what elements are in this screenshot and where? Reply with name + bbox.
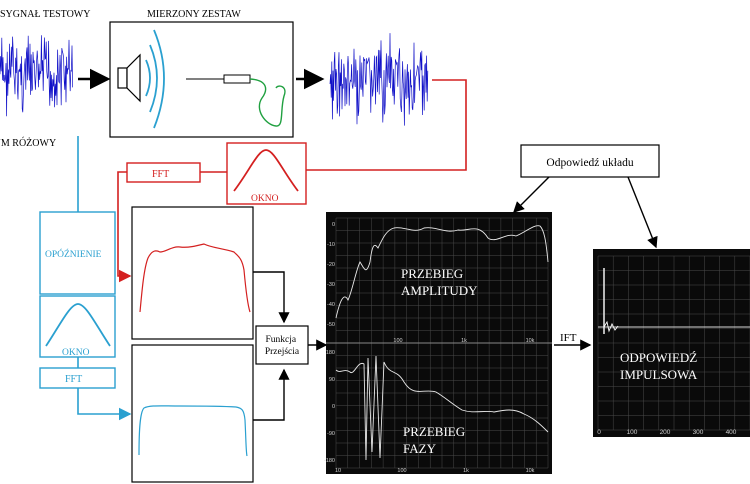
arrow-red-plot-to-tf	[253, 271, 290, 324]
fft-blue-label: FFT	[65, 374, 82, 385]
amplitude-label: PRZEBIEG AMPLITUDY	[401, 266, 478, 298]
blue-spectrum-curve	[138, 405, 248, 457]
phase-y-tick: 90	[329, 377, 335, 383]
noise-input-waveform	[0, 35, 73, 117]
phase-y-ticks: 180 90 0 -90 -180	[324, 350, 335, 464]
phase-y-tick: 0	[332, 404, 335, 410]
impulse-x-tick: 100	[627, 429, 638, 436]
phase-y-tick: -180	[324, 458, 335, 464]
phase-label: PRZEBIEG FAZY	[403, 424, 468, 456]
amplitude-y-tick: -20	[327, 262, 335, 268]
amplitude-y-tick: 0	[332, 222, 335, 228]
amplitude-x-tick: 100	[393, 338, 402, 344]
test-signal-block: SYGNAŁ TESTOWY SZUM RÓŻOWY	[0, 9, 90, 149]
noise-output-waveform	[329, 33, 429, 126]
amplitude-y-tick: -30	[327, 282, 335, 288]
amplitude-y-ticks: 0 -10 -20 -30 -40 -50	[327, 222, 335, 328]
test-signal-label: SYGNAŁ TESTOWY	[0, 9, 90, 20]
window-blue-curve	[45, 303, 111, 347]
impulse-x-tick: 300	[693, 429, 704, 436]
callout-arrow-to-impulse	[627, 176, 658, 249]
blue-spectrum-plot	[131, 344, 254, 483]
transfer-function-label: Funkcja Przejścia	[265, 335, 300, 357]
phase-x-tick: 1k	[463, 468, 469, 474]
window-blue-label: OKNO	[62, 348, 90, 358]
phase-x-tick: 10k	[526, 468, 535, 474]
impulse-plot: 0 100 200 300 400 ODPOWIEDŹ IMPULSOWA	[593, 249, 750, 437]
amplitude-y-tick: -40	[327, 302, 335, 308]
phase-y-tick: -90	[327, 431, 335, 437]
red-path: OKNO FFT	[117, 79, 467, 283]
phase-x-ticks: 10 100 1k 10k	[335, 468, 535, 474]
delay-label: OPÓŹNIENIE	[45, 248, 102, 260]
red-spectrum-curve	[139, 243, 251, 313]
amplitude-y-tick: -10	[327, 242, 335, 248]
impulse-x-tick: 200	[660, 429, 671, 436]
phase-x-tick: 10	[335, 468, 341, 474]
red-line-fft-to-plot	[117, 171, 132, 283]
amplitude-x-tick: 10k	[526, 338, 535, 344]
callout-arrow-to-response	[513, 176, 550, 213]
measured-set-block: MIERZONY ZESTAW	[109, 9, 294, 138]
impulse-x-tick: 400	[726, 429, 737, 436]
noise-input-trace	[0, 35, 73, 117]
amplitude-x-ticks: 100 1k 10k	[393, 338, 534, 344]
transfer-function-block: Funkcja Przejścia	[255, 325, 309, 365]
window-red-label: OKNO	[251, 194, 279, 204]
ift-label: IFT	[560, 332, 577, 344]
delay-box	[39, 211, 116, 295]
impulse-label: ODPOWIEDŹ IMPULSOWA	[620, 350, 701, 382]
amplitude-trace	[335, 225, 549, 319]
phase-x-tick: 100	[397, 468, 406, 474]
pink-noise-label: SZUM RÓŻOWY	[0, 137, 56, 149]
measured-set-label: MIERZONY ZESTAW	[147, 9, 241, 20]
microphone-icon	[186, 74, 286, 127]
amplitude-y-tick: -50	[327, 322, 335, 328]
amplitude-x-tick: 1k	[461, 338, 467, 344]
system-response-callout: Odpowiedź układu	[513, 144, 660, 249]
impulse-x-ticks: 0 100 200 300 400	[597, 429, 737, 436]
arrow-blue-plot-to-tf	[253, 368, 290, 421]
window-red-box	[226, 142, 307, 205]
fft-red-label: FFT	[152, 169, 169, 180]
system-response-box	[520, 144, 660, 178]
impulse-plot-grid	[597, 255, 750, 431]
noise-output-trace	[329, 33, 429, 126]
red-line-to-window	[306, 79, 467, 171]
system-response-label: Odpowiedź układu	[546, 157, 633, 169]
window-red-curve	[233, 149, 299, 192]
speaker-icon	[117, 53, 141, 103]
blue-line-fft-to-plot	[77, 388, 132, 421]
impulse-x-tick: 0	[597, 429, 601, 436]
red-spectrum-plot	[131, 206, 254, 340]
blue-path: OPÓŹNIENIE OKNO FFT	[39, 136, 132, 421]
phase-y-tick: 180	[326, 350, 335, 356]
sound-waves-icon	[145, 29, 165, 129]
phase-trace	[335, 355, 549, 461]
transfer-function-box	[255, 325, 309, 365]
recorded-signal-block	[328, 28, 429, 134]
